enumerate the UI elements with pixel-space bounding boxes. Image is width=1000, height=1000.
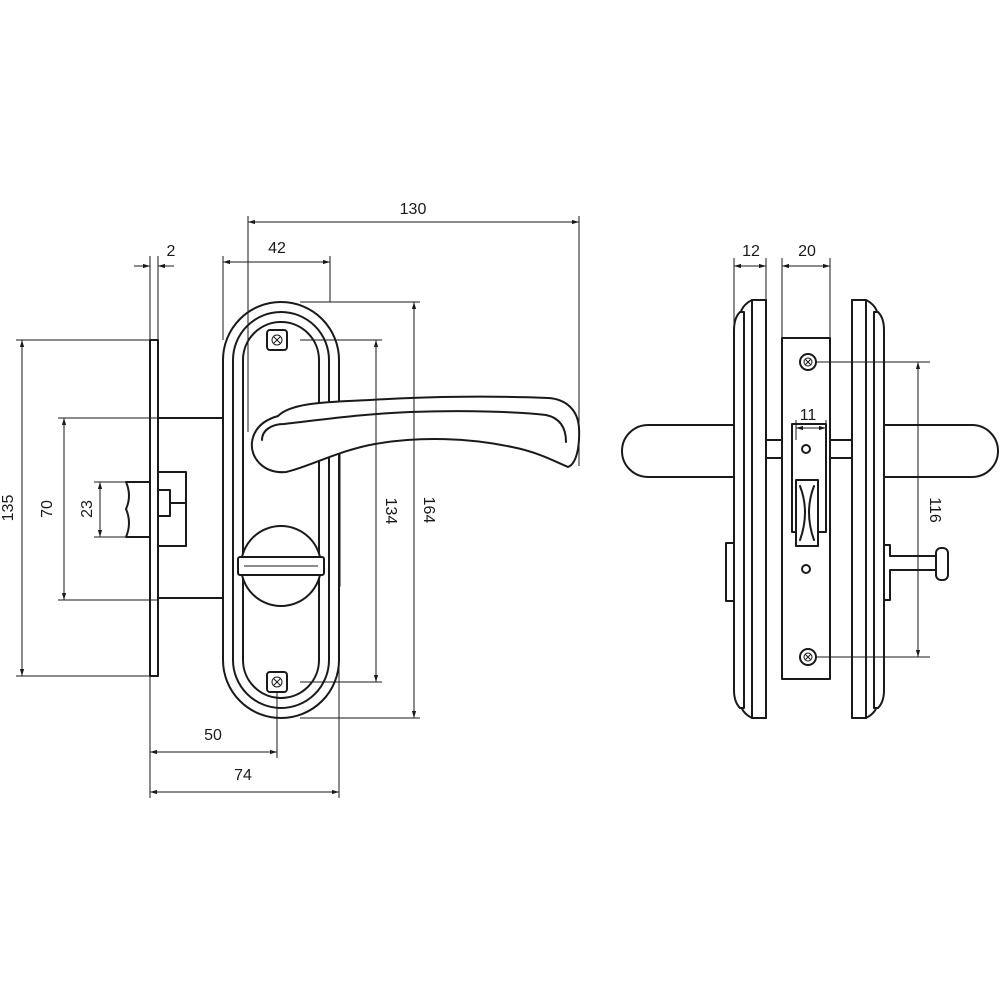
dim-label-11: 11 xyxy=(800,407,817,424)
dim-label-12: 12 xyxy=(742,243,760,260)
extension-lines xyxy=(16,216,580,798)
dim-label-130: 130 xyxy=(400,201,427,218)
screw-top-icon xyxy=(266,329,288,351)
faceplate xyxy=(149,339,159,677)
screw-bottom-icon xyxy=(266,671,288,693)
dim-label-20: 20 xyxy=(798,243,816,260)
lever-left-profile xyxy=(621,424,739,478)
thumb-turn-side-icon xyxy=(877,544,949,609)
escutcheon-plate xyxy=(222,301,340,719)
latch-bolt xyxy=(125,471,187,547)
thumb-turn-icon xyxy=(237,525,325,607)
lever-handle xyxy=(250,395,581,474)
side-dimension-lines xyxy=(734,263,921,657)
dim-label-134: 134 xyxy=(382,498,399,525)
side-extension-lines xyxy=(733,258,930,658)
dim-label-23: 23 xyxy=(79,500,96,518)
front-view: 130 42 2 135 70 23 134 164 50 74 xyxy=(0,201,581,798)
side-view: 12 20 11 116 xyxy=(621,243,999,719)
escutcheon-right-profile xyxy=(851,299,885,719)
dim-label-74: 74 xyxy=(234,767,252,784)
follower-hole-top xyxy=(801,444,811,454)
dim-label-70: 70 xyxy=(39,500,56,518)
follower-hole-bottom xyxy=(801,564,811,574)
dimension-lines xyxy=(19,219,579,795)
latch-slot xyxy=(795,479,819,547)
lever-right-profile xyxy=(877,424,999,478)
dim-label-50: 50 xyxy=(204,727,222,744)
dim-label-116: 116 xyxy=(926,497,943,523)
dim-label-164: 164 xyxy=(420,497,437,524)
escutcheon-left-profile xyxy=(733,299,767,719)
dim-label-42: 42 xyxy=(268,240,286,257)
dim-label-2: 2 xyxy=(167,243,176,260)
dim-label-135: 135 xyxy=(0,495,17,522)
